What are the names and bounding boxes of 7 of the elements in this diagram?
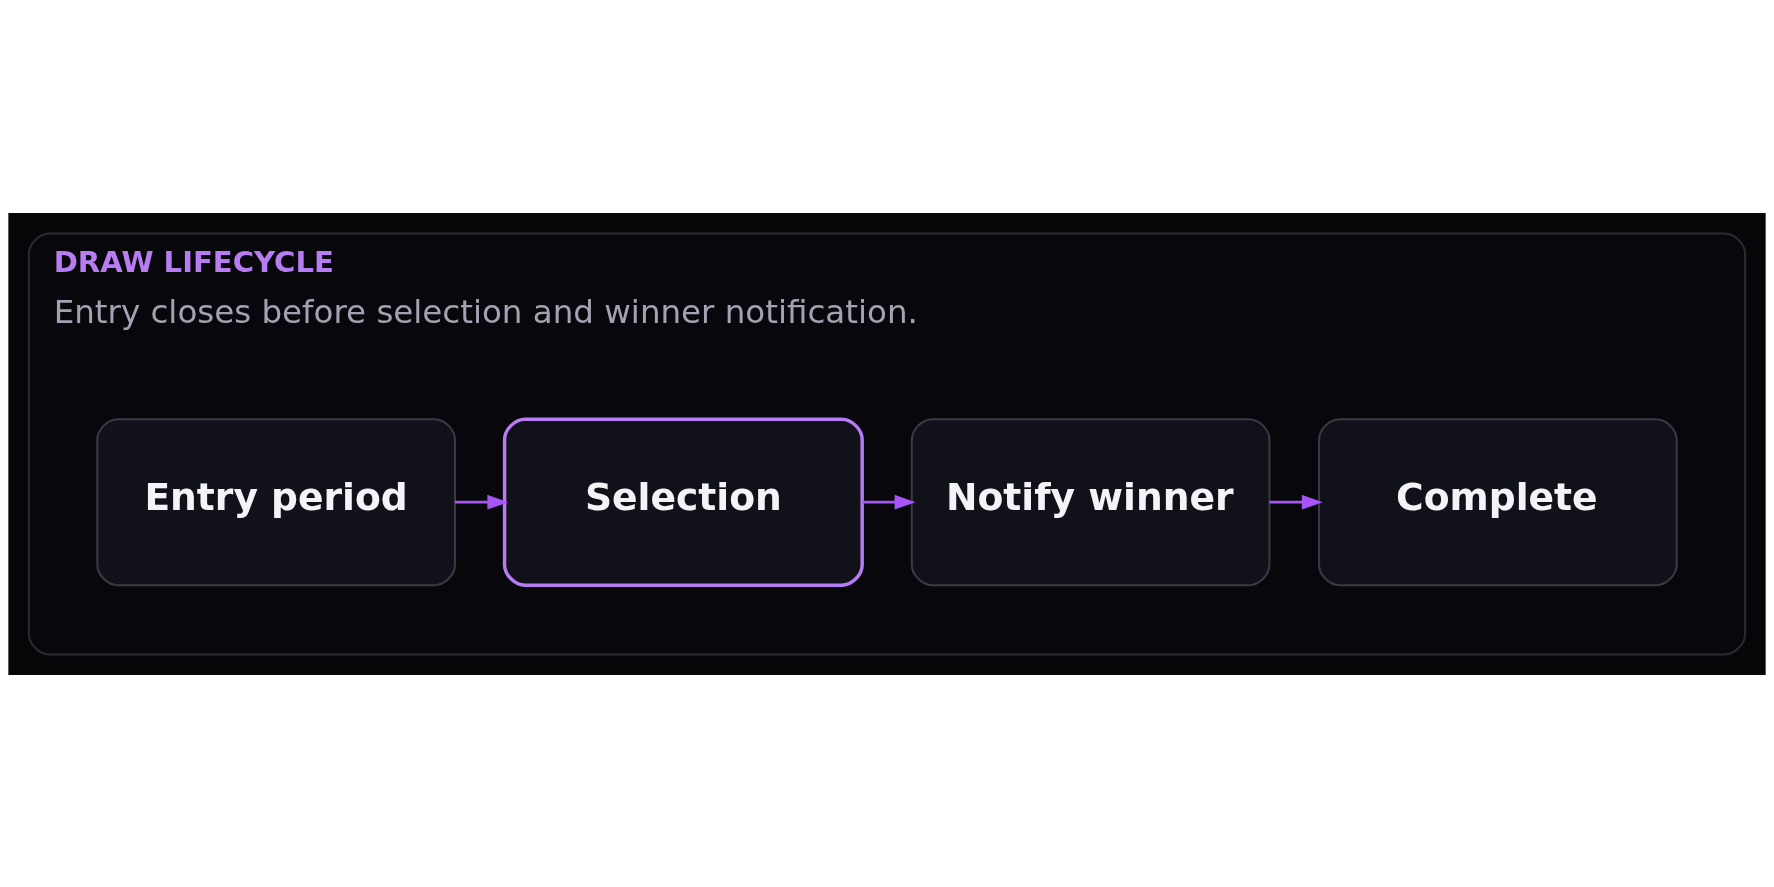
node-box: Selection [502, 417, 864, 587]
arrow [862, 494, 916, 509]
node-box: Complete [1318, 417, 1678, 586]
node-box: Notify winner [910, 417, 1271, 586]
arrow [454, 494, 509, 509]
arrow [1269, 494, 1323, 509]
node-box: Entry period [96, 417, 456, 586]
